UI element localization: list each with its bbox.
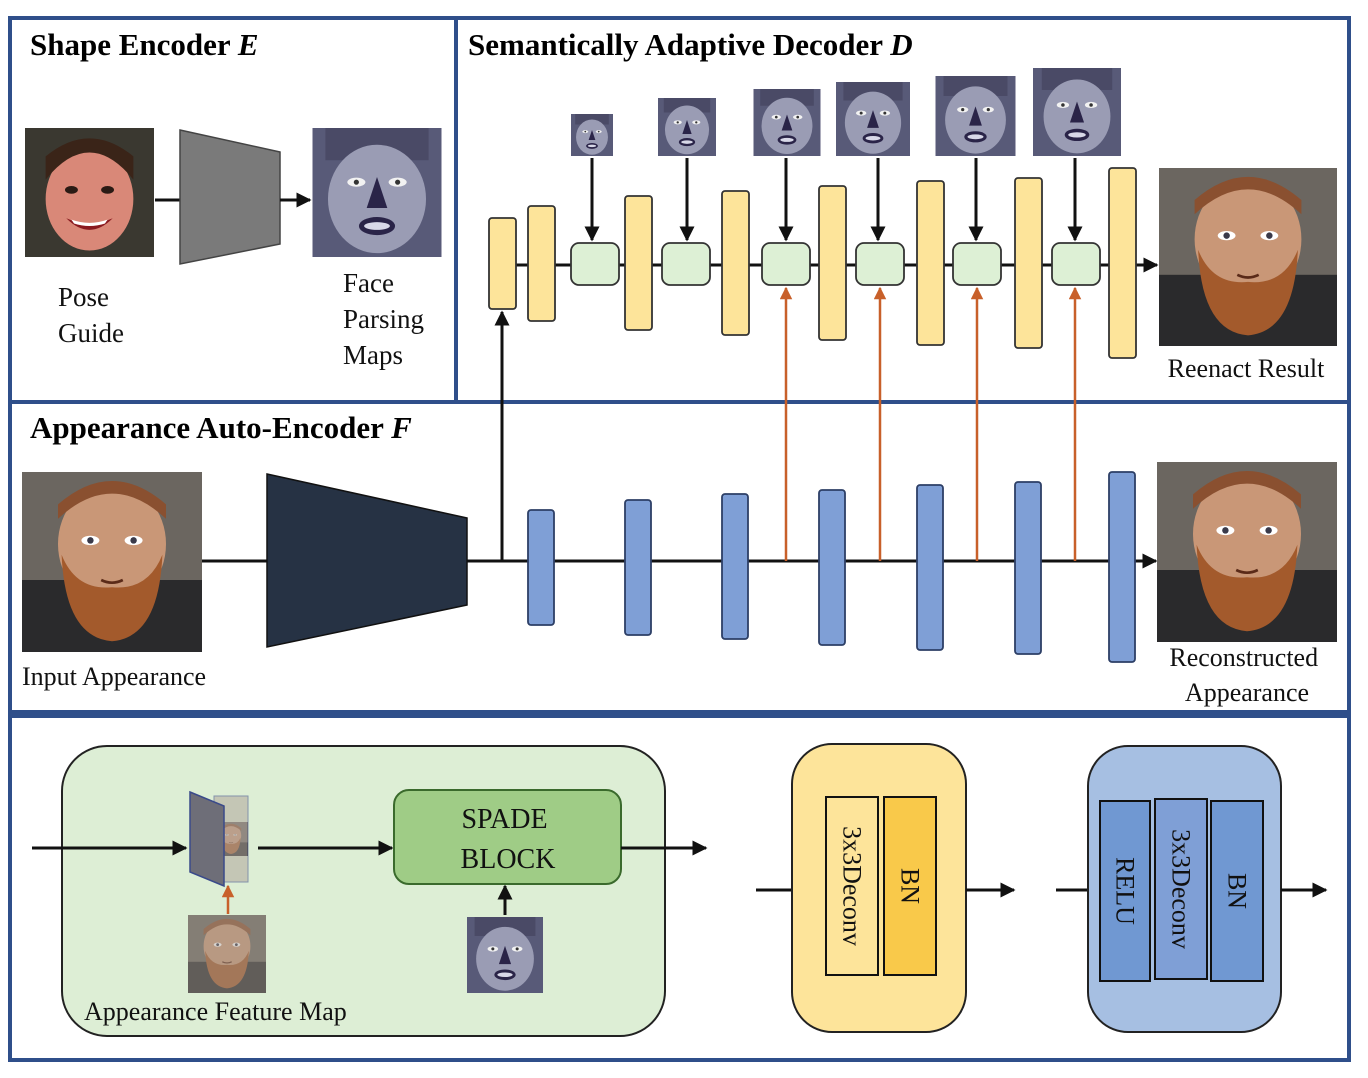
- yellow-deconv-layer: [825, 796, 879, 976]
- parsing-map-3: [753, 89, 821, 156]
- appearance-feature-map-label: Appearance Feature Map: [84, 997, 347, 1026]
- input-appearance-image: [22, 471, 202, 653]
- decoder-block-7: [1014, 177, 1043, 349]
- spade-block-label: SPADE BLOCK: [461, 804, 556, 875]
- decoder-block-3: [624, 195, 653, 331]
- stacked-feature-maps: [189, 790, 249, 888]
- yellow-bn-label: BN: [896, 868, 925, 904]
- parsing-map-6: [1033, 68, 1121, 156]
- encoder-block-3: [721, 493, 749, 640]
- reenact-result-label: Reenact Result: [1168, 354, 1325, 383]
- blue-deconv-label: 3x3Deconv: [1167, 829, 1196, 949]
- appearance-panel: [8, 400, 1351, 714]
- parsing-map-2: [658, 98, 716, 156]
- blue-deconv-layer: [1154, 798, 1208, 980]
- pose-guide-label: Pose Guide: [58, 282, 124, 348]
- decoder-block-6: [916, 180, 945, 346]
- encoder-block-2: [624, 499, 652, 636]
- spade-unit-5: [952, 242, 1002, 286]
- spade-unit-1: [570, 242, 620, 286]
- feature-map-front: [189, 790, 225, 888]
- decoder-block-4: [721, 190, 750, 336]
- yellow-bn-layer: [883, 796, 937, 976]
- blue-bn-layer: [1210, 800, 1264, 982]
- encoder-block-1: [527, 509, 555, 626]
- decoder-block-2: [527, 205, 556, 322]
- spade-unit-2: [661, 242, 711, 286]
- decoder-block-5: [818, 185, 847, 341]
- legend-parsing-image: [467, 917, 543, 993]
- shape-encoder-trapezoid: [179, 129, 281, 265]
- decoder-title: Semantically Adaptive Decoder D: [468, 27, 913, 62]
- parsing-map-5: [935, 76, 1016, 156]
- yellow-deconv-label: 3x3Deconv: [838, 826, 867, 946]
- face-parsing-label: Face Parsing Maps: [343, 268, 431, 370]
- decoder-block-8: [1108, 167, 1137, 359]
- appearance-title: Appearance Auto-Encoder F: [30, 410, 412, 445]
- spade-unit-3: [761, 242, 811, 286]
- parsing-map-1: [571, 114, 613, 156]
- legend-panel: [8, 714, 1351, 1062]
- reenact-result-image: [1157, 168, 1339, 346]
- spade-unit-6: [1051, 242, 1101, 286]
- reconstructed-label: Reconstructed Appearance: [1169, 643, 1324, 707]
- face-parsing-image: [312, 128, 442, 257]
- blue-bn-label: BN: [1223, 873, 1252, 909]
- pose-guide-image: [25, 128, 154, 257]
- parsing-map-4: [836, 82, 910, 156]
- spade-unit-4: [855, 242, 905, 286]
- input-appearance-label: Input Appearance: [22, 662, 206, 691]
- blue-relu-layer: [1099, 800, 1151, 982]
- encoder-block-6: [1014, 481, 1042, 655]
- reconstructed-image: [1157, 462, 1337, 642]
- shape-encoder-title: Shape Encoder E: [30, 27, 259, 62]
- appearance-encoder-trapezoid: [266, 473, 468, 648]
- spade-block: [393, 789, 622, 885]
- blue-relu-label: RELU: [1111, 857, 1140, 925]
- encoder-block-4: [818, 489, 846, 646]
- encoder-block-7: [1108, 471, 1136, 663]
- encoder-block-5: [916, 484, 944, 651]
- decoder-block-1: [488, 217, 517, 310]
